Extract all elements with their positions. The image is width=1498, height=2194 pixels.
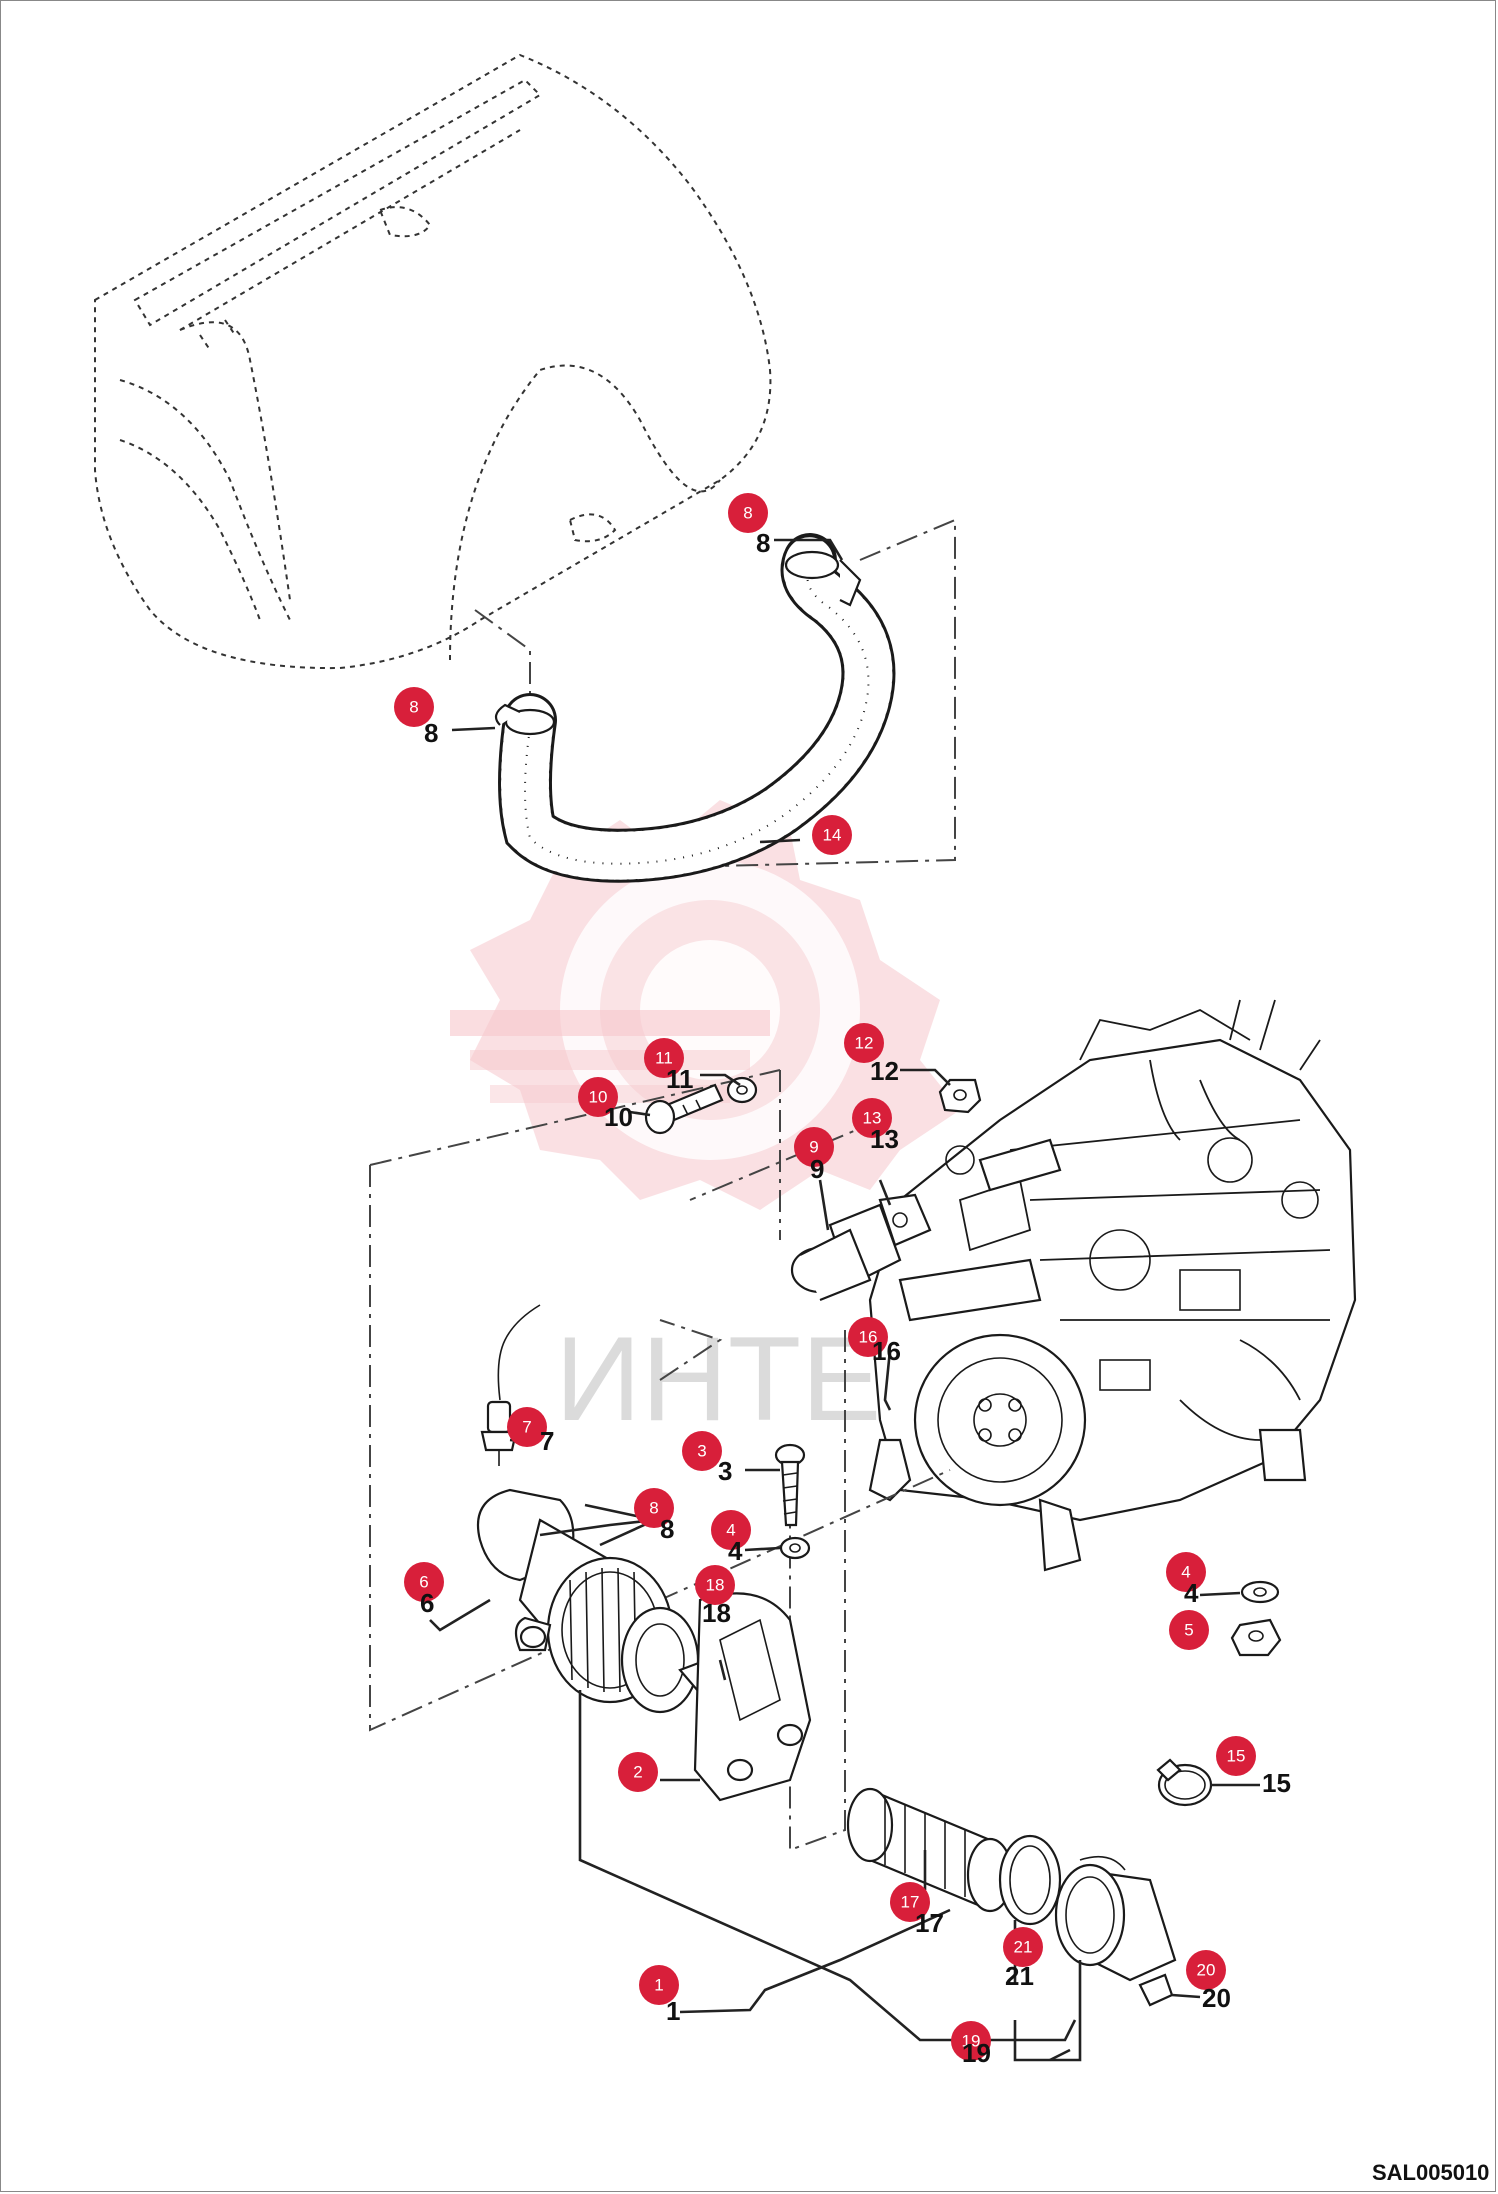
restriction-sensor	[480, 1304, 541, 1466]
svg-text:1: 1	[666, 1996, 680, 2026]
svg-text:15: 15	[1262, 1768, 1291, 1798]
svg-text:6: 6	[420, 1588, 434, 1618]
svg-text:9: 9	[810, 1154, 824, 1184]
svg-text:1: 1	[654, 1976, 663, 1995]
callout-14: 14	[812, 815, 852, 855]
washer-and-nut-right	[1230, 1580, 1282, 1657]
svg-text:13: 13	[863, 1109, 882, 1128]
svg-text:12: 12	[870, 1056, 899, 1086]
svg-text:9: 9	[809, 1138, 818, 1157]
end-cover	[1054, 1855, 1177, 2007]
callout-1: 1 1	[639, 1965, 680, 2026]
corrugated-air-hose	[494, 533, 896, 883]
svg-text:2: 2	[633, 1763, 642, 1782]
svg-text:18: 18	[706, 1576, 725, 1595]
svg-text:21: 21	[1014, 1938, 1033, 1957]
svg-text:10: 10	[604, 1102, 633, 1132]
svg-text:11: 11	[655, 1049, 673, 1068]
svg-text:17: 17	[901, 1893, 920, 1912]
svg-text:14: 14	[823, 826, 842, 845]
callout-7: 7 7	[507, 1407, 554, 1456]
svg-text:8: 8	[424, 718, 438, 748]
svg-text:12: 12	[855, 1034, 874, 1053]
svg-text:8: 8	[649, 1499, 658, 1518]
svg-text:19: 19	[962, 2032, 981, 2051]
callout-6: 6 6	[404, 1562, 444, 1618]
callout-4-right: 4 4	[1166, 1552, 1206, 1608]
callout-9: 9 9	[794, 1127, 834, 1184]
callout-20: 20 20	[1186, 1950, 1231, 2013]
reference-code: SAL005010	[1372, 2160, 1489, 2185]
svg-text:8: 8	[409, 698, 418, 717]
svg-text:5: 5	[1184, 1621, 1193, 1640]
callout-19: 19 19	[951, 2021, 991, 2068]
svg-text:13: 13	[870, 1124, 899, 1154]
callout-5: 5	[1169, 1610, 1209, 1650]
svg-text:8: 8	[756, 528, 770, 558]
svg-text:7: 7	[540, 1426, 554, 1456]
engine-cover-outline	[94, 53, 772, 670]
callout-11: 11 11	[644, 1038, 694, 1094]
svg-text:21: 21	[1005, 1961, 1034, 1991]
nut	[938, 1078, 982, 1114]
svg-text:6: 6	[419, 1573, 428, 1592]
svg-text:4: 4	[728, 1536, 743, 1566]
svg-text:3: 3	[718, 1456, 732, 1486]
bolt-and-washer	[644, 1076, 758, 1135]
svg-text:4: 4	[726, 1521, 735, 1540]
engine-block	[868, 999, 1357, 1572]
mounting-bolt	[774, 1443, 806, 1527]
callout-8-left: 8 8	[394, 687, 438, 748]
outlet-tube-and-bracket	[678, 1592, 812, 1802]
svg-text:19: 19	[962, 2038, 991, 2068]
callout-21: 21 21	[1003, 1927, 1043, 1991]
svg-text:11: 11	[666, 1064, 694, 1094]
svg-text:4: 4	[1184, 1578, 1199, 1608]
svg-text:17: 17	[915, 1908, 944, 1938]
callout-8-top: 8 8	[728, 493, 770, 558]
svg-text:8: 8	[743, 504, 752, 523]
svg-text:7: 7	[522, 1418, 531, 1437]
callout-3: 3 3	[682, 1431, 732, 1486]
hose-clamp	[1156, 1758, 1213, 1807]
svg-text:8: 8	[660, 1514, 674, 1544]
callout-17: 17 17	[890, 1882, 944, 1938]
svg-text:16: 16	[872, 1336, 901, 1366]
washer-lower	[779, 1536, 811, 1560]
filter-element	[846, 1787, 1014, 1913]
callout-8-lower: 8 8	[634, 1488, 674, 1544]
callout-15: 15 15	[1216, 1736, 1291, 1798]
svg-text:16: 16	[859, 1328, 878, 1347]
intake-adapter	[790, 1193, 932, 1302]
seal-ring	[998, 1834, 1062, 1926]
svg-text:4: 4	[1181, 1563, 1190, 1582]
svg-text:20: 20	[1197, 1961, 1216, 1980]
callout-2: 2	[618, 1752, 658, 1792]
svg-text:15: 15	[1227, 1747, 1246, 1766]
svg-text:20: 20	[1202, 1983, 1231, 2013]
callout-12: 12 12	[844, 1023, 899, 1086]
callout-13: 13 13	[852, 1098, 899, 1154]
callout-18: 18 18	[695, 1565, 735, 1628]
svg-text:10: 10	[589, 1088, 608, 1107]
air-cleaner-housing	[476, 1488, 702, 1714]
callout-10: 10 10	[578, 1077, 633, 1132]
callout-4: 4 4	[711, 1510, 751, 1566]
svg-text:3: 3	[697, 1442, 706, 1461]
svg-text:18: 18	[702, 1598, 731, 1628]
leader-lines	[429, 538, 1260, 2062]
upper-projection-lines	[474, 518, 956, 871]
callout-16: 16 16	[848, 1317, 901, 1366]
